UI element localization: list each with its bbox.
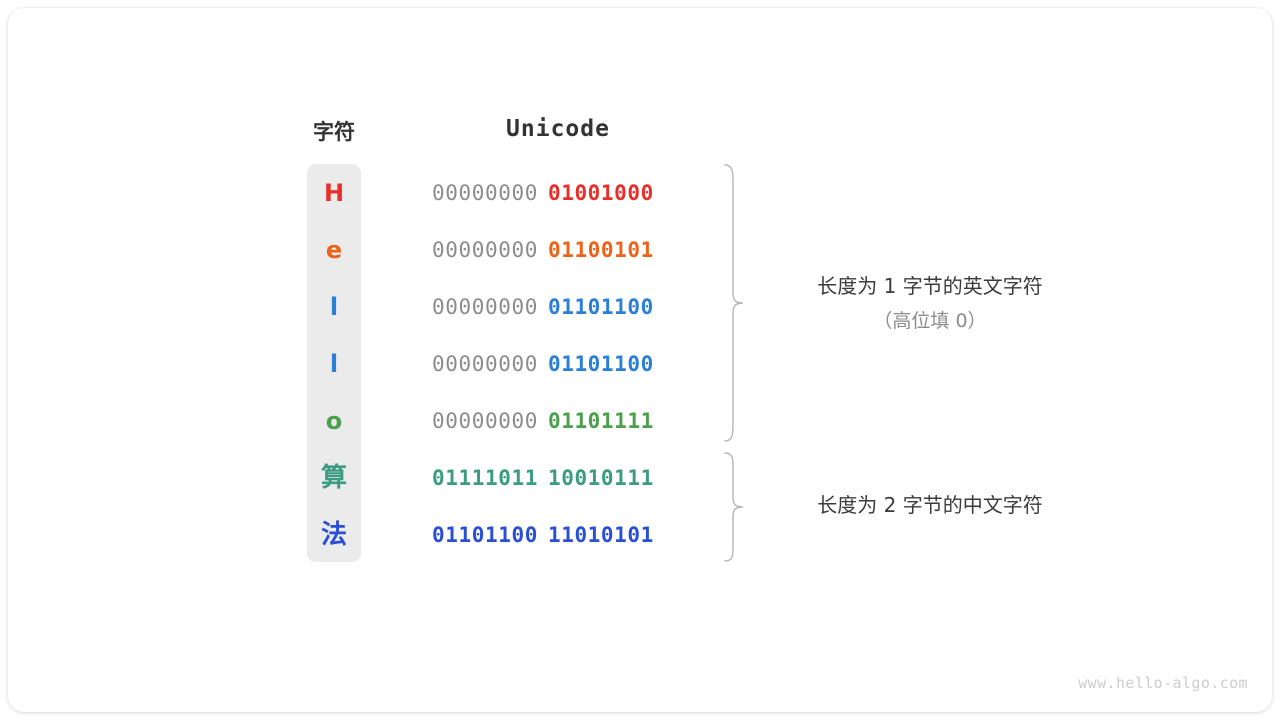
column-header-character: 字符 [313,120,355,144]
character-cell: e [325,235,343,264]
character-cell: l [329,292,339,321]
table-row: H 00000000 01001000 [307,164,727,221]
high-byte: 00000000 [432,294,538,319]
figure-card [8,8,1272,712]
low-byte: 01100101 [547,237,654,262]
annotation-two-byte-line1: 长度为 2 字节的中文字符 [817,493,1043,517]
unicode-bits-cell: 00000000 01100101 [432,221,684,278]
high-byte: 00000000 [432,180,538,205]
low-byte: 01001000 [547,180,654,205]
high-byte: 00000000 [432,237,538,262]
table-row: 法 01101100 11010101 [307,506,727,563]
table-row: l 00000000 01101100 [307,278,727,335]
table-row: e 00000000 01100101 [307,221,727,278]
unicode-bits-cell: 00000000 01101111 [432,392,684,449]
character-cell: o [325,406,343,435]
high-byte: 01101100 [432,522,538,547]
brace-one-byte-group [722,164,746,442]
annotation-one-byte-line2: （高位填 0） [873,310,987,332]
annotation-one-byte: 长度为 1 字节的英文字符 （高位填 0） [760,268,1100,338]
brace-two-byte-group [722,452,746,562]
high-byte: 00000000 [432,408,538,433]
site-watermark: www.hello-algo.com [1078,674,1248,692]
column-header-unicode: Unicode [506,116,610,142]
low-byte: 01101111 [547,408,654,433]
unicode-bits-cell: 00000000 01001000 [432,164,684,221]
character-cell: H [323,178,345,207]
low-byte: 11010101 [547,522,654,547]
unicode-bits-cell: 00000000 01101100 [432,335,684,392]
low-byte: 01101100 [547,294,654,319]
character-column-panel [307,164,361,562]
table-row: o 00000000 01101111 [307,392,727,449]
table-row: l 00000000 01101100 [307,335,727,392]
table-row: 算 01111011 10010111 [307,449,727,506]
low-byte: 01101100 [547,351,654,376]
character-cell: l [329,349,339,378]
unicode-bits-cell: 00000000 01101100 [432,278,684,335]
high-byte: 00000000 [432,351,538,376]
unicode-bits-cell: 01111011 10010111 [432,449,684,506]
unicode-bits-cell: 01101100 11010101 [432,506,684,563]
character-cell: 算 [320,462,347,493]
annotation-two-byte: 长度为 2 字节的中文字符 [760,487,1100,523]
character-cell: 法 [320,519,347,550]
low-byte: 10010111 [547,465,654,490]
high-byte: 01111011 [432,465,538,490]
annotation-one-byte-line1: 长度为 1 字节的英文字符 [817,274,1043,298]
